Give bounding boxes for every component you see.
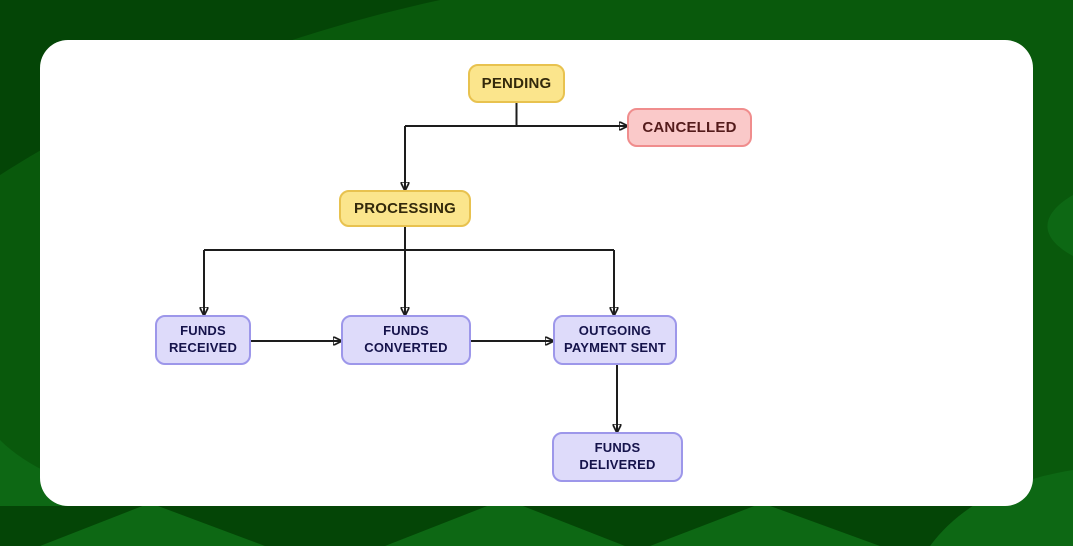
node-funds-received: FUNDS RECEIVED — [155, 315, 251, 365]
accent-right-edge — [1047, 195, 1073, 256]
node-processing: PROCESSING — [339, 190, 471, 227]
node-outgoing-payment-sent: OUTGOING PAYMENT SENT — [553, 315, 677, 365]
swirl-bottom-right — [930, 470, 1073, 546]
peak-bottom-2 — [385, 499, 625, 546]
peak-bottom-1 — [40, 503, 265, 546]
node-funds-delivered: FUNDS DELIVERED — [552, 432, 683, 482]
peak-bottom-3 — [650, 503, 880, 546]
node-cancelled: CANCELLED — [627, 108, 752, 147]
node-pending: PENDING — [468, 64, 565, 103]
node-funds-converted: FUNDS CONVERTED — [341, 315, 471, 365]
diagram-card — [40, 40, 1033, 506]
